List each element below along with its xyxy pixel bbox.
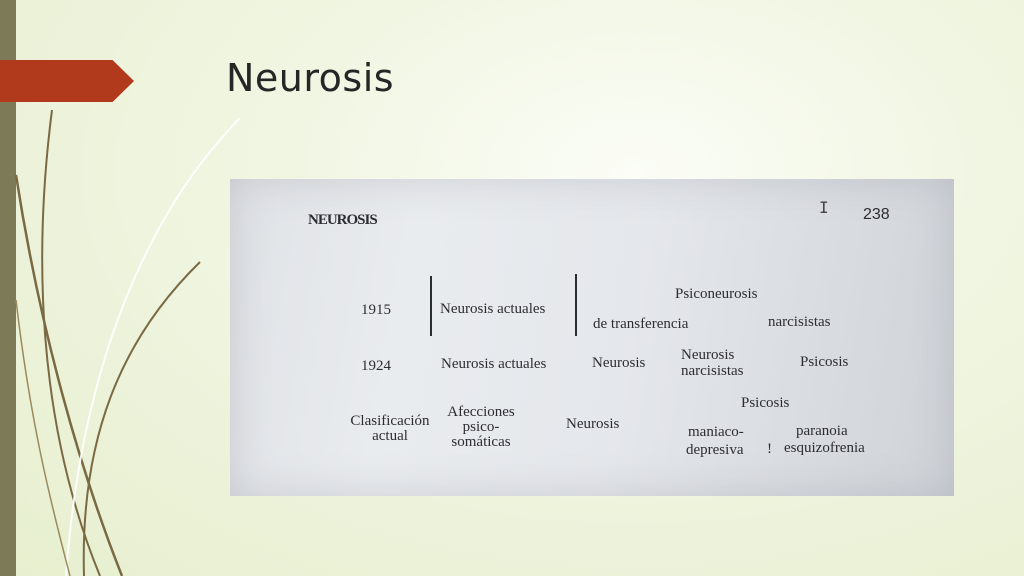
depresiva-label: depresiva <box>686 442 744 458</box>
neurosis-1924: Neurosis <box>592 355 646 371</box>
page-heading: NEUROSIS <box>308 212 378 228</box>
psiconeurosis-label: Psiconeurosis <box>675 286 758 302</box>
psicosis-actual: Psicosis <box>741 395 790 411</box>
swoosh-line-5 <box>15 299 71 576</box>
swoosh-line-1 <box>41 109 101 576</box>
year-1915: 1915 <box>361 302 391 318</box>
afecciones-line2: psico- <box>462 419 500 435</box>
swoosh-line-4 <box>65 117 241 576</box>
paranoia-label: paranoia <box>796 423 848 439</box>
esquizofrenia-label: esquizofrenia <box>784 440 865 456</box>
clasificacion-label: Clasificación actual <box>330 414 450 444</box>
divider-line-1 <box>430 276 432 336</box>
divider-line-2 <box>575 274 577 336</box>
text-cursor-icon: I <box>819 198 829 217</box>
clasificacion-line2: actual <box>372 428 408 444</box>
narcisistas-label-1915: narcisistas <box>768 314 831 330</box>
swoosh-line-3 <box>82 261 201 576</box>
clasificacion-line1: Clasificación <box>350 413 430 429</box>
separator-mark: ! <box>767 441 772 457</box>
year-1924: 1924 <box>361 358 391 374</box>
psicosis-1924: Psicosis <box>800 354 849 370</box>
title-accent-tab <box>0 60 134 102</box>
neurosis-narcisistas-line2: narcisistas <box>681 363 744 379</box>
afecciones-line1: Afecciones <box>447 404 515 420</box>
neurosis-actuales-1924: Neurosis actuales <box>441 356 547 372</box>
maniaco-label: maniaco- <box>688 424 744 440</box>
neurosis-actual: Neurosis <box>566 416 620 432</box>
afecciones-label: Afecciones psico- somáticas <box>426 405 536 450</box>
scanned-page-photo: NEUROSIS I 238 1915 Neurosis actuales Ps… <box>230 179 954 496</box>
transferencia-label: de transferencia <box>593 316 689 332</box>
slide-title: Neurosis <box>226 56 395 100</box>
neurosis-narcisistas-line1: Neurosis <box>681 347 735 363</box>
neurosis-actuales-1915: Neurosis actuales <box>440 301 546 317</box>
page-number: 238 <box>863 206 890 223</box>
swoosh-line-2 <box>14 174 124 576</box>
afecciones-line3: somáticas <box>451 434 511 450</box>
left-accent-strip <box>0 0 16 576</box>
decorative-swooshes <box>14 109 241 576</box>
